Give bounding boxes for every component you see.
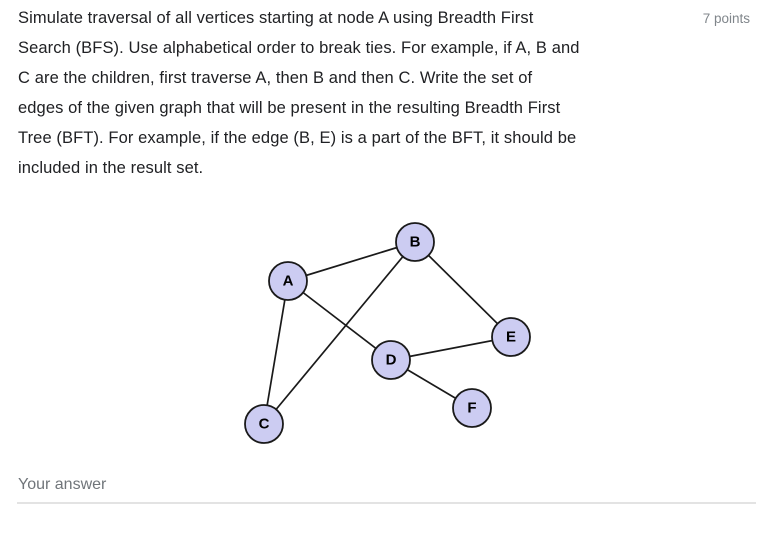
graph-node-label-C: C [259, 416, 270, 433]
graph-image: A B C D E F [233, 213, 553, 458]
graph-node-label-B: B [410, 234, 421, 251]
graph-edge-D-E [390, 336, 512, 361]
graph-edge-A-C [263, 280, 289, 425]
question-text: Simulate traversal of all vertices start… [18, 3, 688, 183]
points-label: 7 points [702, 11, 750, 26]
question-line: C are the children, first traverse A, th… [18, 69, 533, 87]
question-line: included in the result set. [18, 159, 204, 177]
graph-node-E [491, 317, 531, 357]
graph-node-label-E: E [506, 329, 516, 346]
question-line: Search (BFS). Use alphabetical order to … [18, 39, 580, 57]
question-line: Simulate traversal of all vertices start… [18, 9, 534, 27]
graph-node-D [371, 340, 411, 380]
question-line: Tree (BFT). For example, if the edge (B,… [18, 129, 577, 147]
graph-node-label-A: A [283, 273, 294, 290]
graph-node-B [395, 222, 435, 262]
graph-node-label-D: D [386, 352, 397, 369]
graph-node-A [268, 261, 308, 301]
graph-node-label-F: F [467, 400, 476, 417]
graph-edge-B-E [414, 241, 512, 338]
graph-edge-A-D [287, 280, 392, 361]
graph-node-C [244, 404, 284, 444]
graph-edge-A-B [287, 241, 416, 282]
graph-node-F [452, 388, 492, 428]
question-line: edges of the given graph that will be pr… [18, 99, 561, 117]
graph-svg: A B C D E F [244, 222, 531, 444]
answer-input[interactable] [17, 473, 756, 504]
graph-edge-B-C [263, 241, 416, 425]
